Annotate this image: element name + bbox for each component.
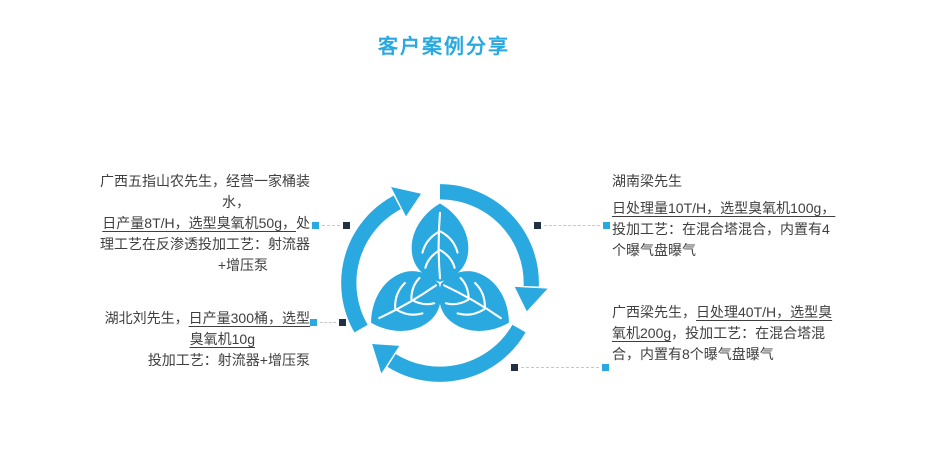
- case-text: 理工艺在反渗透投加工艺：射流器: [100, 236, 310, 252]
- connector-dark-square: [534, 222, 541, 229]
- case-text: 投加工艺：射流器+增压泵: [147, 352, 310, 368]
- case-text-underlined: 日处理40T/H，选型臭: [696, 304, 833, 320]
- case-text: 水，: [222, 194, 250, 210]
- connector-dashed-line: [544, 225, 600, 226]
- case-text-line: 日处理量10T/H，选型臭氧机100g，: [612, 198, 922, 219]
- connector-top-right: [534, 222, 610, 229]
- connector-dark-square: [511, 364, 518, 371]
- case-text-line: 日产量8T/H，选型臭氧机50g，处: [82, 213, 310, 234]
- connector-dashed-line: [320, 322, 336, 323]
- case-text: 合，内置有8个曝气盘曝气: [612, 346, 774, 362]
- case-text: 湖南梁先生: [612, 173, 682, 189]
- case-text-line: 氧机200g，投加工艺：在混合塔混: [612, 323, 922, 344]
- case-text-underlined: 氧机200g: [612, 325, 672, 341]
- case-text-line: 广西五指山农先生，经营一家桶装: [82, 171, 310, 192]
- case-top-right: 湖南梁先生日处理量10T/H，选型臭氧机100g， 投加工艺：在混合塔混合，内置有…: [612, 171, 922, 261]
- connector-blue-square: [603, 222, 610, 229]
- connector-dashed-line: [521, 367, 599, 368]
- connector-blue-square: [602, 364, 609, 371]
- case-text-line: 理工艺在反渗透投加工艺：射流器: [82, 234, 310, 255]
- case-text-underlined: 臭氧机10g: [189, 331, 255, 347]
- case-text: 广西梁先生，: [612, 304, 696, 320]
- connector-dark-square: [343, 222, 350, 229]
- case-text-line: +增压泵: [82, 255, 310, 276]
- page-title: 客户案例分享: [378, 36, 510, 58]
- connector-blue-square: [310, 319, 317, 326]
- case-text: 广西五指山农先生，经营一家桶装: [100, 173, 310, 189]
- connector-dashed-line: [322, 225, 340, 226]
- case-text: 投加工艺：在混合塔混合，内置有4: [612, 221, 830, 237]
- connector-blue-square: [312, 222, 319, 229]
- case-text-line: 投加工艺：在混合塔混合，内置有4: [612, 219, 922, 240]
- case-text: 湖北刘先生，: [104, 310, 189, 326]
- connector-dark-square: [339, 319, 346, 326]
- case-text-underlined: 日产量300桶，选型: [188, 310, 310, 326]
- case-text-line: 广西梁先生，日处理40T/H，选型臭: [612, 302, 922, 323]
- case-text-underlined: 日产量8T/H，选型臭氧机50g，: [102, 215, 296, 231]
- case-bottom-right: 广西梁先生，日处理40T/H，选型臭氧机200g，投加工艺：在混合塔混合，内置有…: [612, 302, 922, 365]
- case-text-line: 湖南梁先生: [612, 171, 922, 192]
- case-text: 处: [296, 215, 310, 231]
- connector-bottom-right: [511, 364, 609, 371]
- case-text: 个曝气盘曝气: [612, 242, 696, 258]
- case-text-line: 合，内置有8个曝气盘曝气: [612, 344, 922, 365]
- case-text-line: 水，: [82, 192, 310, 213]
- case-text: ，投加工艺：在混合塔混: [671, 325, 826, 341]
- case-top-left: 广西五指山农先生，经营一家桶装水， 日产量8T/H，选型臭氧机50g，处理工艺在反…: [82, 171, 310, 276]
- case-text-line: 个曝气盘曝气: [612, 240, 922, 261]
- case-text-line: 湖北刘先生，日产量300桶，选型: [82, 308, 310, 329]
- case-text-line: 臭氧机10g: [82, 329, 310, 350]
- case-text-underlined: 日处理量10T/H，选型臭氧机100g，: [612, 200, 836, 216]
- case-text: +增压泵: [217, 257, 268, 273]
- connector-top-left: [312, 222, 350, 229]
- connector-bottom-left: [310, 319, 346, 326]
- case-text-line: 投加工艺：射流器+增压泵: [82, 350, 310, 371]
